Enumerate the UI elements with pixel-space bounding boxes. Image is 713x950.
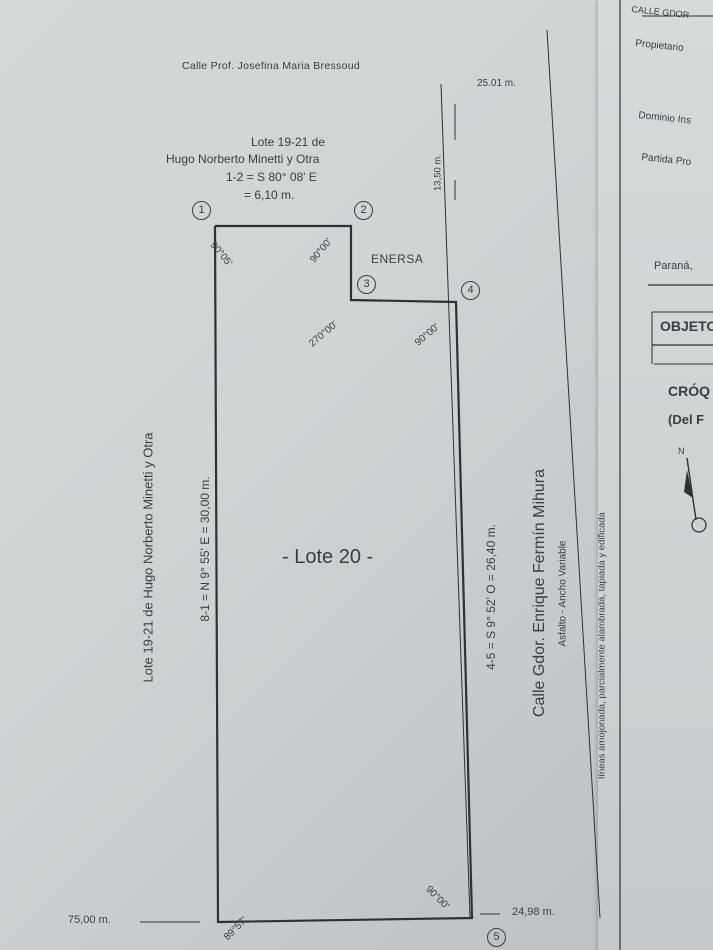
street-line-far: [546, 29, 601, 919]
enersa-label: ENERSA: [371, 252, 424, 266]
sidebar-del: (Del F: [668, 412, 705, 427]
neighbor-top-line4: = 6,10 m.: [244, 188, 295, 202]
street-right-label: Calle Gdor. Enrique Fermín Mihura: [531, 468, 548, 718]
north-arrow: [686, 457, 697, 521]
neighbor-top-line3: 1-2 = S 80° 08' E: [226, 170, 317, 184]
right-measure-label: 4-5 = S 9° 52' O = 26,40 m.: [484, 524, 498, 670]
lot-label: - Lote 20 -: [282, 546, 374, 568]
sidebar-croquis: CRÓQ: [668, 383, 710, 399]
sidebar-parana: Paraná,: [654, 260, 693, 272]
dist-bottom-right: 24,98 m.: [512, 906, 555, 918]
point-4-marker: 4: [461, 281, 480, 300]
street-top-label: Calle Prof. Josefina Maria Bressoud: [182, 60, 360, 72]
point-2-marker: 2: [354, 201, 373, 220]
dist-right-vertical: 13,50 m.: [432, 154, 444, 191]
left-measure-label: 8-1 = N 9° 55' E = 30,00 m.: [198, 476, 212, 622]
point-3-marker: 3: [357, 275, 376, 294]
left-neighbor-label: Lote 19-21 de Hugo Norberto Minetti y Ot…: [140, 432, 156, 683]
side-sheet: [598, 0, 713, 950]
neighbor-top-line1: Lote 19-21 de: [250, 135, 326, 149]
sidebar-objeto: OBJETO: [660, 318, 713, 334]
dist-bottom-left: 75,00 m.: [68, 914, 111, 926]
point-1-marker: 1: [192, 201, 211, 220]
street-right-sub: Asfalto - Ancho Variable: [557, 540, 569, 647]
sidebar-north-label: N: [678, 446, 685, 456]
dist-top: 25.01 m.: [477, 78, 516, 89]
lot-outline: [213, 224, 474, 924]
street-line-top: [440, 83, 471, 919]
neighbor-top-line2: Hugo Norberto Minetti y Otra: [166, 152, 320, 166]
boundary-note: líneas amojonada, parcialmente alambrada…: [596, 512, 608, 779]
point-5-marker: 5: [487, 928, 506, 947]
